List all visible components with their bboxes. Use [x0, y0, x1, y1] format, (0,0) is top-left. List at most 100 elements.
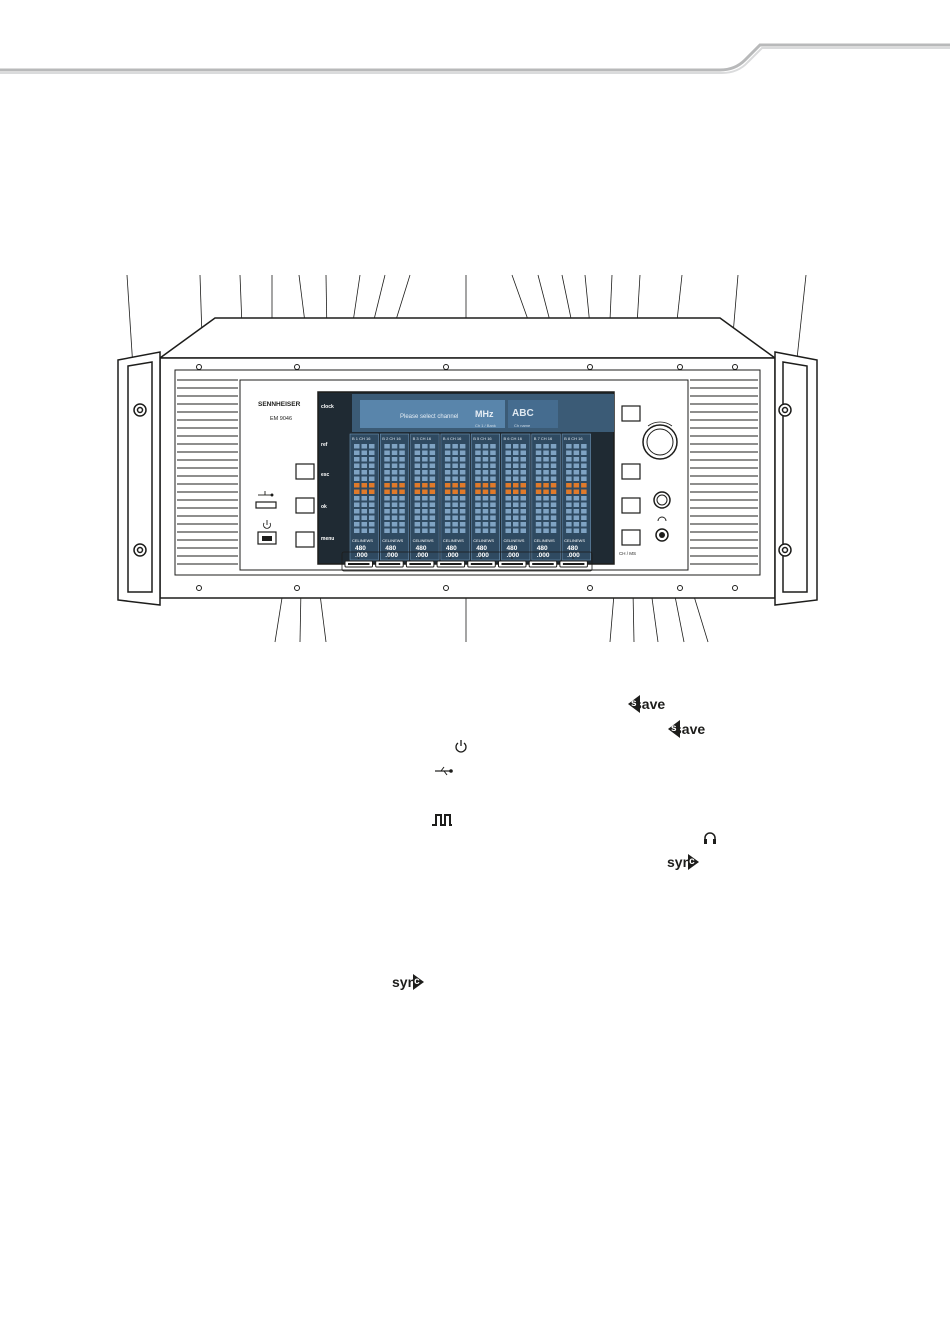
meter-segment — [581, 489, 587, 494]
meter-segment — [361, 489, 367, 494]
left-button-2[interactable] — [295, 497, 315, 514]
right-button-ch-ms[interactable] — [621, 529, 641, 546]
channel-name: CELINEWS — [413, 538, 434, 543]
meter-segment — [482, 444, 489, 449]
meter-segment — [543, 509, 549, 514]
meter-segment — [391, 450, 398, 455]
meter-segment — [573, 476, 580, 481]
meter-segment — [429, 483, 436, 488]
meter-segment — [361, 522, 367, 527]
meter-segment — [566, 470, 572, 475]
meter-segment — [513, 515, 519, 520]
meter-segment — [581, 483, 587, 488]
meter-segment — [354, 509, 360, 514]
meter-segment — [475, 496, 481, 501]
meter-segment — [490, 502, 496, 507]
meter-segment — [520, 470, 526, 475]
meter-segment — [422, 509, 428, 514]
headphone-icon — [704, 832, 716, 844]
jog-dial[interactable] — [642, 421, 678, 460]
meter-segment — [520, 522, 526, 527]
meter-segment — [391, 470, 398, 475]
meter-segment — [444, 515, 451, 520]
channel-freq-mhz: 480 — [385, 545, 396, 552]
meter-segment — [482, 463, 489, 468]
channel-freq-khz: .000 — [446, 552, 459, 559]
meter-segment — [566, 509, 572, 514]
meter-segment — [520, 515, 526, 520]
channel-header: B 3 CH 16 — [413, 436, 432, 441]
meter-segment — [482, 489, 489, 494]
meter-segment — [384, 483, 390, 488]
display-freq-unit: MHz — [475, 409, 494, 419]
meter-segment — [550, 515, 557, 520]
meter-segment — [391, 502, 398, 507]
channel-header: B 6 CH 16 — [504, 436, 523, 441]
channel-keys-frame — [341, 551, 593, 572]
meter-segment — [384, 489, 390, 494]
meter-segment — [459, 470, 466, 475]
meter-segment — [444, 528, 451, 533]
meter-segment — [452, 528, 458, 533]
meter-segment — [550, 489, 557, 494]
meter-segment — [520, 463, 526, 468]
meter-segment — [414, 489, 421, 494]
meter-segment — [459, 476, 466, 481]
meter-segment — [490, 489, 496, 494]
meter-segment — [384, 522, 390, 527]
meter-segment — [550, 483, 557, 488]
channel-name: CELINEWS — [443, 538, 464, 543]
display-freq-hint: Ch 1 / Bank — [475, 423, 496, 428]
left-button-1[interactable] — [295, 463, 315, 480]
meter-segment — [429, 444, 436, 449]
meter-segment — [444, 444, 451, 449]
headphone-jack[interactable] — [655, 528, 669, 542]
right-button-sync[interactable] — [621, 497, 641, 514]
meter-segment — [391, 496, 398, 501]
meter-segment — [550, 450, 557, 455]
meter-segment — [369, 457, 375, 462]
meter-segment — [482, 522, 489, 527]
meter-segment — [422, 522, 428, 527]
meter-segment — [475, 470, 481, 475]
meter-segment — [573, 509, 580, 514]
meter-segment — [354, 483, 360, 488]
usb-icon — [435, 766, 453, 776]
meter-segment — [384, 470, 390, 475]
meter-segment — [566, 522, 572, 527]
meter-segment — [452, 502, 458, 507]
meter-segment — [422, 483, 428, 488]
right-button-save[interactable] — [621, 405, 641, 422]
left-button-3[interactable] — [295, 531, 315, 548]
meter-segment — [520, 528, 526, 533]
meter-segment — [550, 463, 557, 468]
meter-segment — [490, 496, 496, 501]
meter-segment — [513, 502, 519, 507]
meter-segment — [444, 489, 451, 494]
right-button-esc[interactable] — [621, 463, 641, 480]
meter-segment — [444, 522, 451, 527]
meter-segment — [566, 463, 572, 468]
channel-key-label: 3 — [419, 555, 422, 560]
meter-segment — [520, 483, 526, 488]
meter-segment — [573, 483, 580, 488]
meter-segment — [399, 515, 405, 520]
meter-segment — [459, 450, 466, 455]
meter-segment — [354, 463, 360, 468]
headphone-volume-knob[interactable] — [653, 491, 671, 509]
meter-segment — [550, 502, 557, 507]
meter-segment — [422, 444, 428, 449]
meter-segment — [399, 489, 405, 494]
meter-segment — [369, 489, 375, 494]
channel-name: CELINEWS — [473, 538, 494, 543]
side-label-ok: ok — [321, 504, 327, 510]
meter-segment — [573, 470, 580, 475]
meter-segment — [505, 457, 511, 462]
meter-segment — [550, 528, 557, 533]
channel-freq-mhz: 480 — [446, 545, 457, 552]
meter-segment — [520, 496, 526, 501]
usb-port[interactable] — [255, 501, 277, 509]
